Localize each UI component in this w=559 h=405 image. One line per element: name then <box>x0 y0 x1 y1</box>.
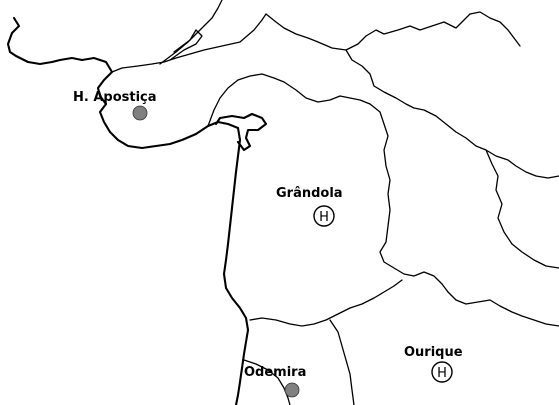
place-label: Grândola <box>276 186 343 201</box>
district-boundaries <box>111 0 559 405</box>
boundary-setubal-peninsula <box>207 73 371 127</box>
site-dot-icon <box>284 382 300 398</box>
boundary-odemira-south <box>243 359 291 405</box>
boundary-top-right-2 <box>469 11 521 47</box>
boundary-grandola-east <box>369 103 449 293</box>
boundary-east-upper <box>345 49 559 179</box>
coast-peninsula <box>98 102 240 150</box>
boundary-grandola-south <box>249 279 403 327</box>
coast-south <box>222 126 250 405</box>
heliport-icon <box>431 361 453 383</box>
place-aposti: H. Apostiça <box>73 90 157 121</box>
boundary-tagus-a <box>159 0 223 65</box>
heliport-icon <box>313 205 335 227</box>
site-dot-icon <box>132 105 148 121</box>
boundary-top-right <box>265 13 471 51</box>
boundary-north-peninsula <box>111 13 267 73</box>
boundary-east-mid <box>485 149 559 269</box>
heliport-letter: H <box>319 210 329 225</box>
heliport-letter: H <box>437 366 447 381</box>
boundary-tagus-b <box>169 29 203 61</box>
place-ourique: Ourique H <box>404 345 463 383</box>
coastline <box>6 16 268 405</box>
place-label: Ourique <box>404 345 463 360</box>
boundary-southeast <box>447 291 559 327</box>
place-label: Odemira <box>244 365 306 380</box>
place-label: H. Apostiça <box>73 90 157 105</box>
place-grandola: Grândola H <box>276 186 343 227</box>
boundary-odemira-east <box>329 319 355 405</box>
place-odemira: Odemira <box>244 365 306 398</box>
estuary <box>214 112 268 152</box>
coast-north <box>6 16 114 106</box>
